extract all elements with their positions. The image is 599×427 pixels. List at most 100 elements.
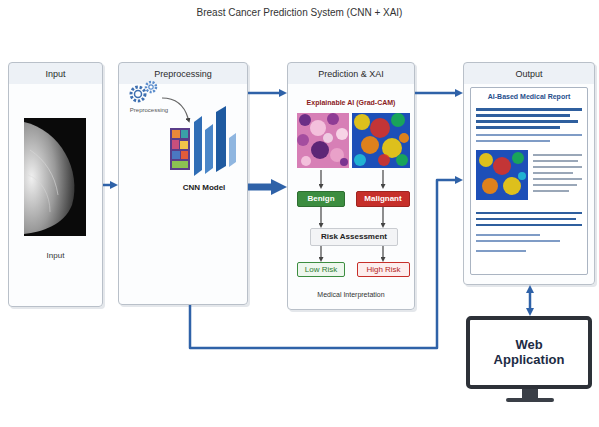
report-heatmap xyxy=(493,157,511,175)
cnn-model-icon xyxy=(181,151,188,159)
text-slot: CNN Model xyxy=(164,183,244,192)
report-text-lines xyxy=(476,240,560,242)
box-label: Low Risk xyxy=(302,265,340,274)
histology-heatmap xyxy=(323,133,333,143)
gear-icon xyxy=(146,82,156,92)
histology-heatmap xyxy=(297,113,349,168)
cnn-model-icon xyxy=(172,140,179,149)
monitor-stand xyxy=(506,398,554,402)
heatmap-arrow xyxy=(320,170,321,184)
histology-heatmap xyxy=(336,128,348,140)
cnn-model-icon xyxy=(172,151,180,159)
cnn-model-icon xyxy=(205,124,213,174)
histology-heatmap xyxy=(311,141,329,159)
text-slot: Input xyxy=(9,251,102,260)
report-heatmap xyxy=(476,150,528,200)
text-slot: Input xyxy=(9,69,102,79)
report-text-lines xyxy=(476,108,582,252)
mammogram-image xyxy=(24,118,86,236)
gradcam-heatmap xyxy=(352,113,410,168)
gradcam-heatmap xyxy=(396,154,408,166)
report-text-lines xyxy=(533,154,582,156)
panel-header-band xyxy=(9,63,594,84)
title-slot: Breast Cancer Prediction System (CNN + X… xyxy=(0,7,599,19)
mammogram-image xyxy=(24,118,86,236)
gradcam-heatmap xyxy=(361,136,379,154)
panel-ground xyxy=(287,62,415,310)
histology-heatmap xyxy=(297,134,309,146)
report-text-lines xyxy=(476,120,578,123)
text-slot: Medical Interpretation xyxy=(288,291,414,299)
gradcam-heatmap xyxy=(352,113,410,168)
gear-icon xyxy=(131,87,145,101)
panel-heading: Output xyxy=(464,69,594,79)
report-text-lines xyxy=(476,114,570,117)
text-slot: Prediction & XAI xyxy=(288,69,414,79)
box-label: Malignant xyxy=(361,194,404,203)
report-heatmap xyxy=(512,152,524,164)
report-text-lines xyxy=(476,250,526,252)
input-panel: InputInput xyxy=(8,62,103,307)
cnn-model-icon xyxy=(172,161,188,168)
panel-shadow xyxy=(465,64,597,287)
panel-heading: Prediction & XAI xyxy=(288,69,414,79)
panel-ground xyxy=(463,62,595,285)
connector-arrow xyxy=(320,207,321,223)
report-heatmap xyxy=(503,177,521,195)
histology-heatmap xyxy=(299,114,311,126)
gradcam-heatmap xyxy=(370,118,390,138)
report-text-lines xyxy=(533,190,569,192)
panel-label: Input xyxy=(9,251,102,260)
histology-heatmap xyxy=(301,156,311,166)
box-label: High Risk xyxy=(363,265,403,274)
panel-heading: AI-Based Medical Report xyxy=(471,93,587,101)
panel-header-band xyxy=(288,63,414,84)
gradcam-heatmap xyxy=(354,154,366,166)
gear-icon xyxy=(131,82,156,101)
report-text-lines xyxy=(476,134,582,136)
panel-heading: Preprocessing xyxy=(119,69,247,79)
connector-arrow xyxy=(248,184,271,191)
text-slot: Preprocessing xyxy=(119,69,247,79)
report-heatmap xyxy=(482,178,498,194)
box-label: Benign xyxy=(304,194,337,203)
low-risk-box: Low Risk xyxy=(297,262,345,277)
panel-header-band xyxy=(9,63,102,84)
web-application-screen: Web Application xyxy=(466,316,592,389)
histology-heatmap xyxy=(340,158,348,166)
report-text-lines xyxy=(533,184,577,186)
cnn-model-icon xyxy=(180,141,188,149)
cnn-model-icon xyxy=(216,106,226,172)
panel-header-band xyxy=(119,63,247,84)
text-slot: Explainable AI (Grad-CAM) xyxy=(288,99,414,107)
gradcam-heatmap xyxy=(391,113,405,127)
connector-arrow xyxy=(103,184,110,187)
histology-heatmap xyxy=(310,120,326,136)
report-text-lines xyxy=(476,140,550,142)
report-text-lines xyxy=(533,160,578,162)
report-text-lines xyxy=(476,126,560,129)
malignant-box: Malignant xyxy=(356,191,410,207)
panel-header-band xyxy=(464,63,594,84)
preprocessing-panel: PreprocessingPreprocessingCNN Model xyxy=(118,62,248,305)
panel-label: Preprocessing xyxy=(121,107,177,114)
mammogram-image xyxy=(24,122,74,234)
connector-arrow xyxy=(382,207,383,223)
panel-ground xyxy=(8,62,103,307)
high-risk-box: High Risk xyxy=(357,262,410,277)
report-text-lines xyxy=(533,166,582,168)
report-document: AI-Based Medical Report xyxy=(470,87,588,275)
monitor-stand xyxy=(522,389,538,398)
text-slot: Output xyxy=(464,69,594,79)
cnn-model-icon xyxy=(172,130,180,138)
report-text-lines xyxy=(533,178,582,180)
cnn-model-icon xyxy=(194,116,202,176)
monitor-stand xyxy=(506,389,554,402)
box-label: Risk Assessment xyxy=(318,232,390,241)
benign-box: Benign xyxy=(297,191,345,207)
heatmap-arrow xyxy=(382,170,383,184)
gear-icon xyxy=(135,91,142,98)
connector-arrow xyxy=(415,92,455,95)
connector-arrow xyxy=(190,180,455,348)
panel-label: CNN Model xyxy=(164,183,244,192)
